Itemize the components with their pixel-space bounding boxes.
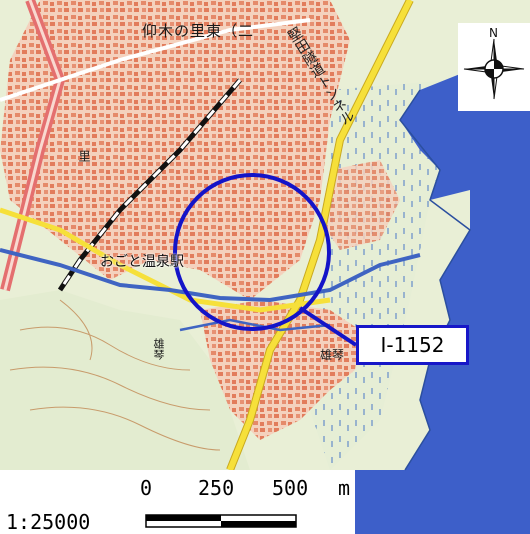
urban-area-east	[320, 160, 400, 250]
wooded-hills	[0, 290, 250, 470]
main-road-fill	[227, 0, 413, 472]
station-label: おごと温泉駅	[100, 254, 184, 270]
gray-road	[0, 18, 311, 102]
scale-legend: 0 250 500 m 1:25000	[0, 470, 355, 534]
callout-leader	[298, 306, 358, 347]
compass-rose-icon	[463, 38, 525, 100]
urban-area-north	[0, 0, 350, 300]
expressway-center	[3, 0, 62, 291]
secondary-road	[0, 207, 331, 313]
scale-bar	[145, 514, 297, 528]
survey-point-circle[interactable]	[173, 173, 331, 331]
survey-id-label[interactable]: I-1152	[356, 325, 469, 365]
ogoto-label: 雄琴	[320, 348, 345, 362]
scale-tick-0: 0	[140, 476, 153, 500]
urban-area-south	[200, 300, 360, 440]
scale-tick-250: 250	[198, 476, 235, 500]
scale-unit: m	[338, 476, 351, 500]
north-label: N	[489, 26, 498, 40]
scale-ratio: 1:25000	[6, 510, 91, 534]
district-label: 仰木の里東（二	[142, 22, 255, 40]
compass-panel: N	[458, 23, 530, 111]
river-branch	[179, 318, 331, 332]
river	[0, 248, 421, 303]
scale-tick-500: 500	[272, 476, 309, 500]
hill-label: 雄琴	[152, 338, 165, 360]
railway-dash	[58, 79, 242, 291]
shoreline	[399, 89, 471, 471]
contour-lines	[9, 299, 221, 451]
place-label: 里	[77, 150, 91, 162]
